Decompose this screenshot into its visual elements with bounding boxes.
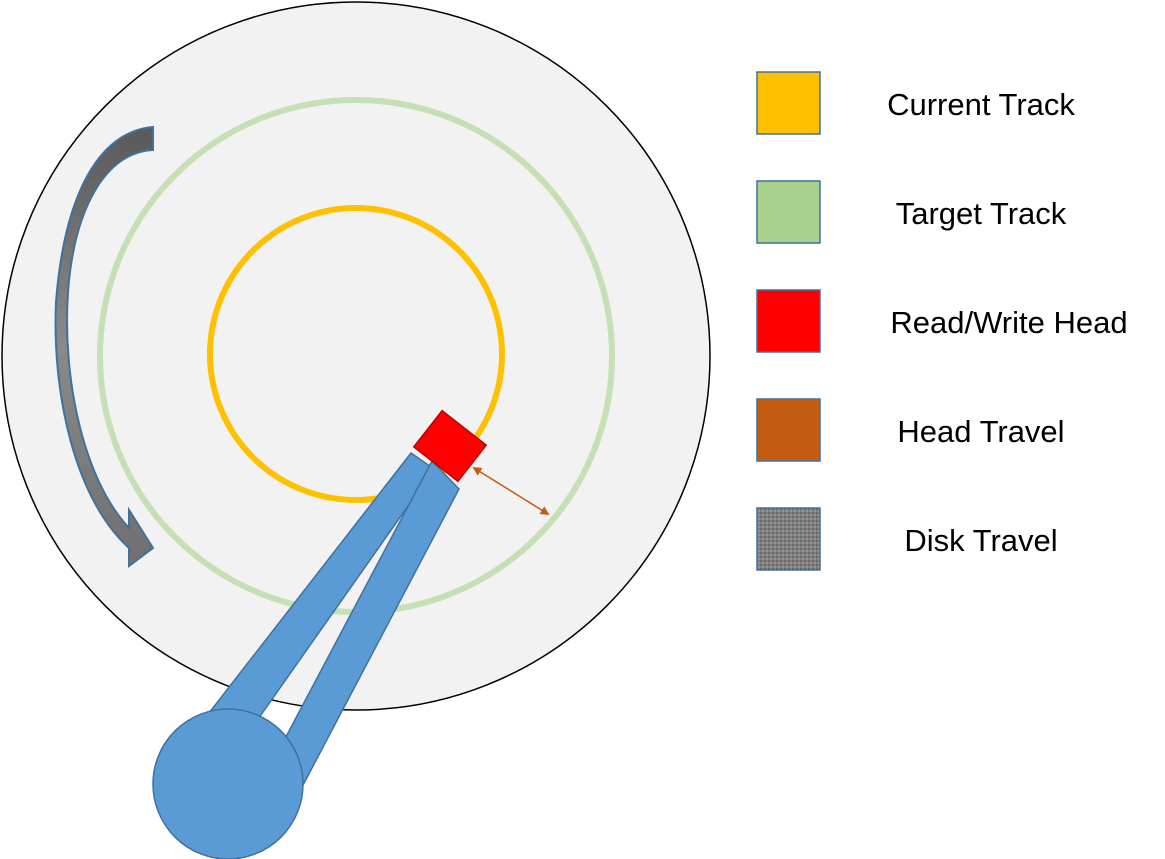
- legend-item-head-travel: Head Travel: [756, 398, 1065, 462]
- legend-swatch: [756, 507, 821, 571]
- legend-item-disk-travel: Disk Travel: [756, 507, 1058, 571]
- arm-pivot: [152, 708, 304, 859]
- legend-swatch: [756, 398, 821, 462]
- legend-item-target-track: Target Track: [756, 180, 1067, 244]
- legend-label: Read/Write Head: [890, 305, 1127, 340]
- actuator-arm: [152, 451, 460, 859]
- double-arrow-icon: [472, 467, 550, 515]
- legend-label: Disk Travel: [904, 523, 1057, 558]
- legend-swatch: [756, 180, 821, 244]
- read-write-head: [412, 409, 488, 483]
- legend-label: Current Track: [887, 87, 1075, 122]
- disk-platter: [1, 1, 711, 711]
- legend-item-current-track: Current Track: [756, 71, 1075, 135]
- legend-swatch: [756, 71, 821, 135]
- current-track-ring: [207, 205, 505, 503]
- legend: Current Track Target Track Read/Write He…: [756, 71, 1128, 571]
- legend-swatch: [756, 289, 821, 353]
- legend-label: Target Track: [896, 196, 1067, 231]
- legend-label: Head Travel: [897, 414, 1064, 449]
- legend-item-read-write-head: Read/Write Head: [756, 289, 1128, 353]
- curved-arrow-icon: [54, 125, 155, 568]
